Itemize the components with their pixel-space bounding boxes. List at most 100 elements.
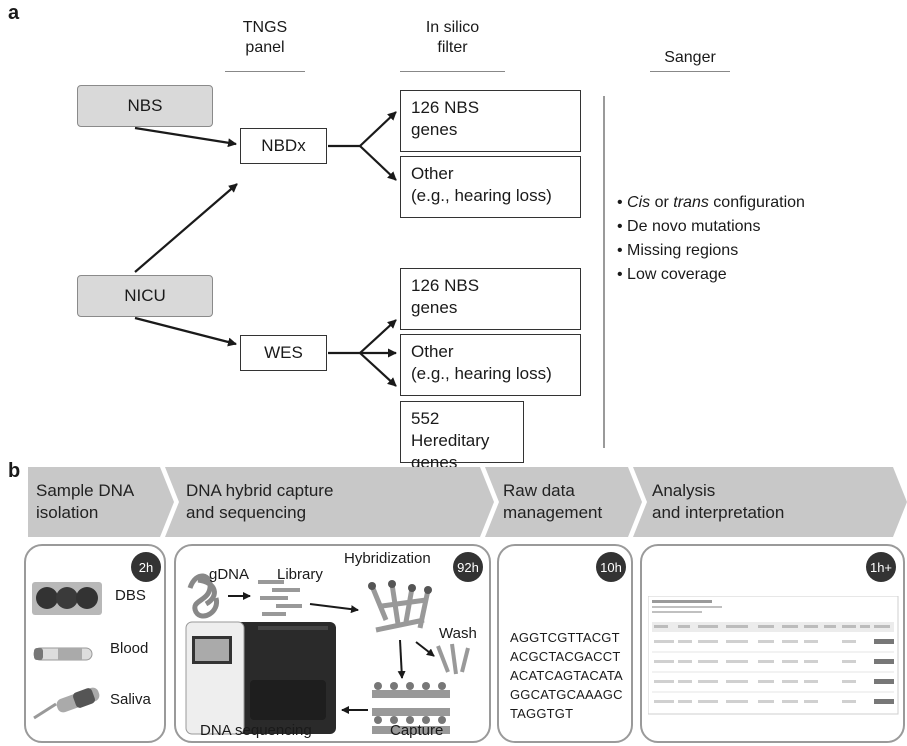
nbdx-box: NBDx [240,128,327,164]
wes-filter-other: Other (e.g., hearing loss) [400,334,581,396]
cis-text: Cis [627,194,651,211]
time-badge-step-4: 1h+ [866,552,896,582]
tngs-panel-header: TNGS panel [225,18,305,58]
arrow-nbdx-to-nbs-genes [359,111,397,147]
filter-line: genes [411,298,458,317]
step-3-title: Raw data management [503,480,602,524]
filter-line: Other [411,342,454,361]
sanger-item: • Missing regions [617,242,739,259]
sanger-item: • De novo mutations [617,218,761,235]
library-fragments-image [258,580,302,616]
hybridization-probes-image [369,583,431,633]
arrow-hybridization-to-wash [415,641,435,657]
capture-beads-image [372,682,450,734]
hybridization-label: Hybridization [344,550,431,567]
nicu-box: NICU [77,275,213,317]
workflow-chevrons [28,467,907,537]
saliva-label: Saliva [110,691,151,708]
trans-text: trans [673,194,709,211]
blood-tube-image [33,647,93,661]
tngs-header-rule [225,71,305,72]
insilico-filter-header: In silico filter [400,18,505,58]
arrow-nbs-to-nbdx [134,126,237,148]
configuration-text: configuration [708,194,805,211]
step-title-line: Sample DNA [36,481,135,500]
wes-filter-nbs-genes: 126 NBS genes [400,268,581,330]
nbdx-filter-nbs-genes: 126 NBS genes [400,90,581,152]
filter-line: 126 NBS [411,98,480,117]
capture-label: Capture [390,722,444,739]
insilico-header-line1: In silico [425,19,480,36]
time-badge-step-2: 92h [453,552,483,582]
time-badge-step-3: 10h [596,552,626,582]
sanger-header: Sanger [664,49,716,66]
sequence-line: AGGTCGTTACGT [510,630,620,645]
insilico-header-line2: filter [437,39,468,56]
filter-line: 126 NBS [411,276,480,295]
sanger-item-text: Missing regions [627,242,739,259]
sanger-bullets: • Cis or trans configuration • De novo m… [617,191,805,287]
step-title-line: Analysis [652,481,716,500]
arrow-nbdx-to-other [359,145,397,181]
library-label: Library [277,566,323,583]
raw-sequence-text: AGGTCGTTACGT ACGCTACGACCT ACATCAGTACATA … [510,628,623,723]
step-title-line: isolation [36,503,99,522]
step-title-line: management [503,503,603,522]
step-title-line: and interpretation [652,503,785,522]
dbs-card-image [32,582,102,615]
chevron-step-2 [165,467,494,537]
panel-b-label: b [8,460,21,482]
sanger-item: • Low coverage [617,266,727,283]
wash-probes-image [436,643,470,675]
wes-box: WES [240,335,327,371]
arrow-nicu-to-nbdx [134,183,238,273]
insilico-header-rule [400,71,505,72]
filter-line: 552 Hereditary [411,409,490,450]
nbs-box: NBS [77,85,213,127]
panel-a-arrows [134,96,605,448]
sanger-item-text: Low coverage [627,266,727,283]
dna-sequencing-label: DNA sequencing [200,722,312,739]
report-rows [654,640,856,703]
sanger-item-text: De novo mutations [627,218,761,235]
sequence-line: TAGGTGT [510,706,574,721]
wes-filter-hereditary-genes: 552 Hereditary genes [400,401,524,472]
blood-label: Blood [110,640,149,657]
arrow-wes-to-nbs-genes [359,319,397,354]
tngs-header-line1: TNGS [242,19,288,36]
gdna-coil-image [187,573,220,619]
sequence-line: ACGCTACGACCT [510,649,621,664]
time-badge-step-1: 2h [131,552,161,582]
filter-line: (e.g., hearing loss) [411,186,552,205]
step-1-title: Sample DNA isolation [36,480,134,524]
filter-line: genes [411,120,458,139]
sequence-line: GGCATGCAAAGC [510,687,623,702]
dbs-label: DBS [115,587,146,604]
arrow-nicu-to-wes [134,316,237,347]
capture-workflow-graphic [185,573,470,735]
arrow-wes-to-hereditary [359,352,397,387]
arrow-wash-to-capture [397,639,406,679]
chevron-step-1 [28,467,174,537]
sanger-header-rule [650,71,730,72]
step-title-line: DNA hybrid capture [186,481,334,500]
step-2-title: DNA hybrid capture and sequencing [186,480,333,524]
sanger-item-cis-trans: • Cis or trans configuration [617,194,805,211]
wash-label: Wash [439,625,477,642]
tngs-header-line2: panel [245,39,285,56]
analysis-report-thumbnail [648,596,899,715]
step-title-line: Raw data [503,481,575,500]
saliva-swab-image [33,687,100,720]
filter-line: (e.g., hearing loss) [411,364,552,383]
chevron-step-4 [633,467,907,537]
panel-a-label: a [8,2,20,24]
or-text: or [650,194,674,211]
nbdx-filter-other: Other (e.g., hearing loss) [400,156,581,218]
chevron-step-3 [485,467,642,537]
filter-line: Other [411,164,454,183]
gdna-label: gDNA [209,566,250,583]
sequence-line: ACATCAGTACATA [510,668,623,683]
sequencer-instrument-image [185,621,336,735]
step-4-title: Analysis and interpretation [652,480,784,524]
step-title-line: and sequencing [186,503,307,522]
